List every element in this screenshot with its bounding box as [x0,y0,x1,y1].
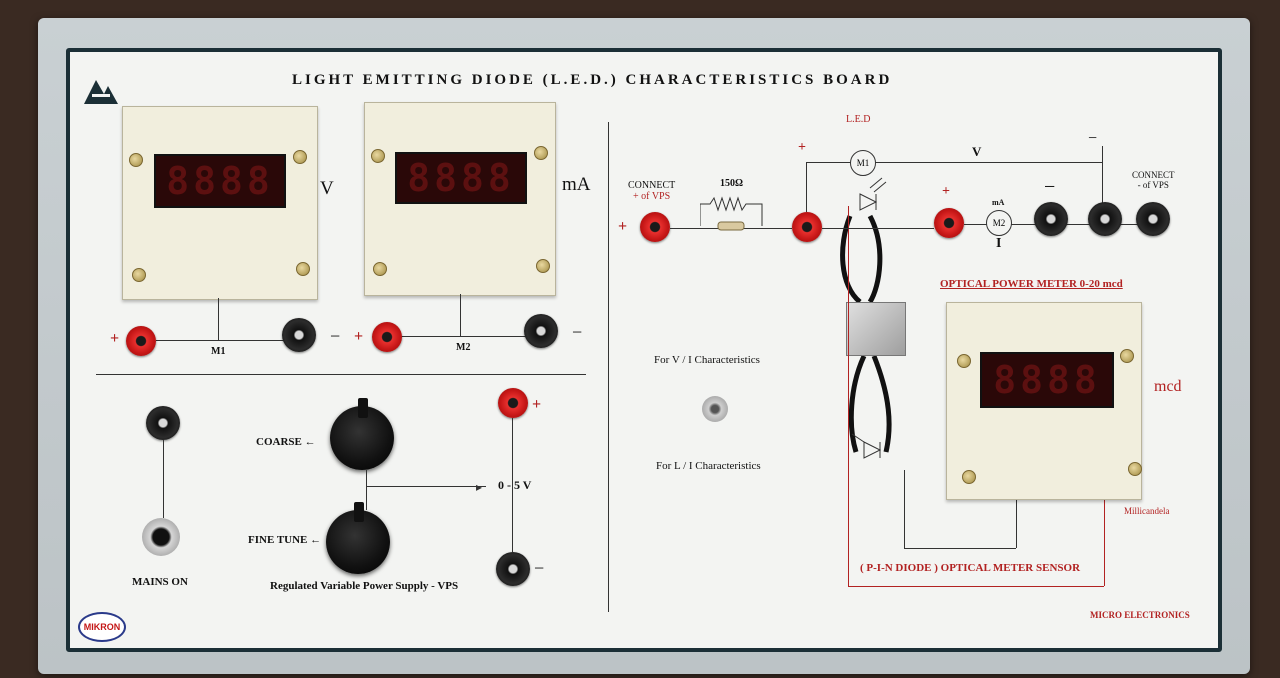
m1-unit: V [320,178,334,199]
m2-positive-jack[interactable] [372,322,402,352]
manufacturer-label: MICRO ELECTRONICS [1090,610,1190,620]
wire [1016,500,1017,548]
connect-positive-label: CONNECT + of VPS [628,180,676,202]
wire [848,586,1104,587]
plus-sign: + [354,328,364,345]
wire [848,206,849,586]
meter-screw [534,146,548,160]
meter-screw [293,150,307,164]
vi-mode-label: For V / I Characteristics [654,354,760,366]
m2-unit-label: mA [992,198,1005,207]
sensor-label: ( P-I-N DIODE ) OPTICAL METER SENSOR [860,562,1081,574]
vps-connect-positive-jack[interactable] [640,212,670,242]
fine-tune-knob[interactable] [326,502,390,574]
wire [806,162,807,212]
plus-sign: + [618,218,628,235]
meter-screw [371,149,385,163]
minus-sign: − [572,322,583,342]
minus-sign: − [1088,130,1098,147]
m2-label: M2 [456,342,471,353]
resistor-icon [700,196,763,231]
plus-sign: + [532,396,542,413]
vps-negative-jack[interactable] [496,552,530,586]
fine-tune-label: FINE TUNE ← [248,534,322,546]
section-divider [608,122,609,612]
m1-label: M1 [211,346,226,357]
wire [396,336,532,337]
photodiode-symbol-icon [851,433,882,459]
coarse-label: COARSE ← [256,436,316,448]
m2-negative-circuit-jack[interactable] [1088,202,1122,236]
board-title: LIGHT EMITTING DIODE (L.E.D.) CHARACTERI… [292,72,893,88]
wire [366,470,367,510]
wire [366,486,486,487]
vps-connect-negative-jack[interactable] [1136,202,1170,236]
m2-circuit-badge: M2 [986,210,1012,236]
wire [1104,500,1105,586]
wire [460,294,461,336]
vi-li-selector-switch[interactable] [702,396,728,422]
optical-meter-title: OPTICAL POWER METER 0-20 mcd [940,278,1123,290]
mikron-badge: MIKRON [78,612,126,642]
m2-circuit-positive-jack[interactable] [934,208,964,238]
led-cathode-jack[interactable] [1034,202,1068,236]
meter-screw [129,153,143,167]
coarse-knob[interactable] [330,398,394,470]
m1-positive-jack[interactable] [126,326,156,356]
arrow-right-icon: ▸ [476,480,483,494]
wire [904,470,905,548]
meter-screw [132,268,146,282]
plus-sign: + [798,140,806,155]
m1-circuit-badge: M1 [850,150,876,176]
minus-sign: − [1044,176,1056,198]
current-symbol: I [996,236,1002,251]
wire [512,418,513,552]
led-label: L.E.D [846,114,871,125]
li-mode-label: For L / I Characteristics [656,460,761,472]
meter-screw [962,470,976,484]
plus-sign: + [110,330,120,347]
m1-display: 8888 [154,154,286,208]
mains-indicator-lamp [146,406,180,440]
led-symbol-icon [859,177,887,211]
m2-display: 8888 [395,152,527,204]
led-sensor-holder[interactable] [846,302,906,356]
minus-sign: − [534,558,545,578]
optical-meter-unit: mcd [1154,378,1182,395]
millicandela-caption: Millicandela [1124,506,1170,516]
resistor-label: 150Ω [720,178,744,189]
plus-sign: + [942,184,950,199]
meter-screw [1120,349,1134,363]
mains-label: MAINS ON [132,576,188,588]
wire [904,548,1016,549]
wire [1102,146,1103,206]
wire [822,228,934,229]
wire [163,440,164,518]
vps-caption: Regulated Variable Power Supply - VPS [270,580,459,592]
mains-toggle-switch[interactable] [142,518,180,556]
section-divider [96,374,586,375]
vps-positive-jack[interactable] [498,388,528,418]
meter-screw [296,262,310,276]
meter-screw [957,354,971,368]
voltage-symbol: V [972,144,982,159]
voltage-range-label: 0 - 5 V [498,478,532,492]
wire [806,162,1102,163]
led-fiber-cable [840,214,892,453]
meter-screw [1128,462,1142,476]
minus-sign: − [330,326,341,346]
m1-negative-jack[interactable] [282,318,316,352]
meter-screw [536,259,550,273]
led-anode-jack[interactable] [792,212,822,242]
wire [156,340,286,341]
m2-negative-jack[interactable] [524,314,558,348]
meter-screw [373,262,387,276]
brand-logo-icon [84,80,118,104]
connect-negative-label: CONNECT - of VPS [1132,170,1175,190]
m2-unit: mA [562,174,591,195]
wire [218,298,219,340]
optical-meter-display: 8888 [980,352,1114,408]
